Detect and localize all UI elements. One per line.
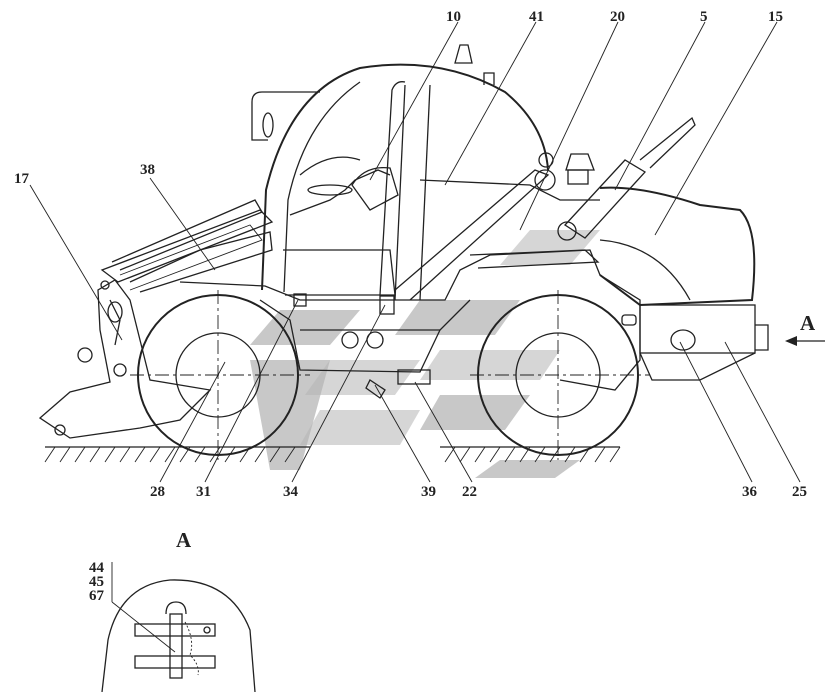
- rear-wheel: [470, 290, 650, 460]
- detail-view-a: A 44 45 67: [89, 528, 256, 692]
- view-arrow-label: A: [800, 311, 816, 335]
- callout-17: 17: [14, 171, 30, 187]
- callout-22: 22: [462, 484, 477, 500]
- callout-5: 5: [700, 9, 708, 25]
- callout-31: 31: [196, 484, 211, 500]
- callout-28: 28: [150, 484, 165, 500]
- callout-41: 41: [529, 9, 544, 25]
- callout-39: 39: [421, 484, 436, 500]
- callout-25: 25: [792, 484, 807, 500]
- callout-labels: 10 41 20 5 15 17 38 28 31 34 39 22 36 25: [14, 9, 807, 500]
- detail-title: A: [176, 528, 192, 552]
- cylinder: [534, 116, 696, 241]
- ground-line: [44, 446, 621, 463]
- callout-15: 15: [768, 9, 783, 25]
- boom: [100, 199, 274, 293]
- detail-callout-45: 45: [89, 574, 104, 590]
- callout-20: 20: [610, 9, 625, 25]
- engine-hood: [599, 186, 769, 381]
- detail-callout-44: 44: [89, 560, 105, 576]
- view-arrow-a: A: [785, 311, 825, 346]
- leader-lines: [29, 21, 801, 483]
- callout-36: 36: [742, 484, 758, 500]
- watermark-logo: [250, 230, 600, 478]
- callout-10: 10: [446, 9, 461, 25]
- callout-38: 38: [140, 162, 155, 178]
- bucket: [38, 279, 212, 439]
- chassis: [179, 169, 641, 399]
- detail-callout-67: 67: [89, 588, 105, 604]
- callout-34: 34: [283, 484, 299, 500]
